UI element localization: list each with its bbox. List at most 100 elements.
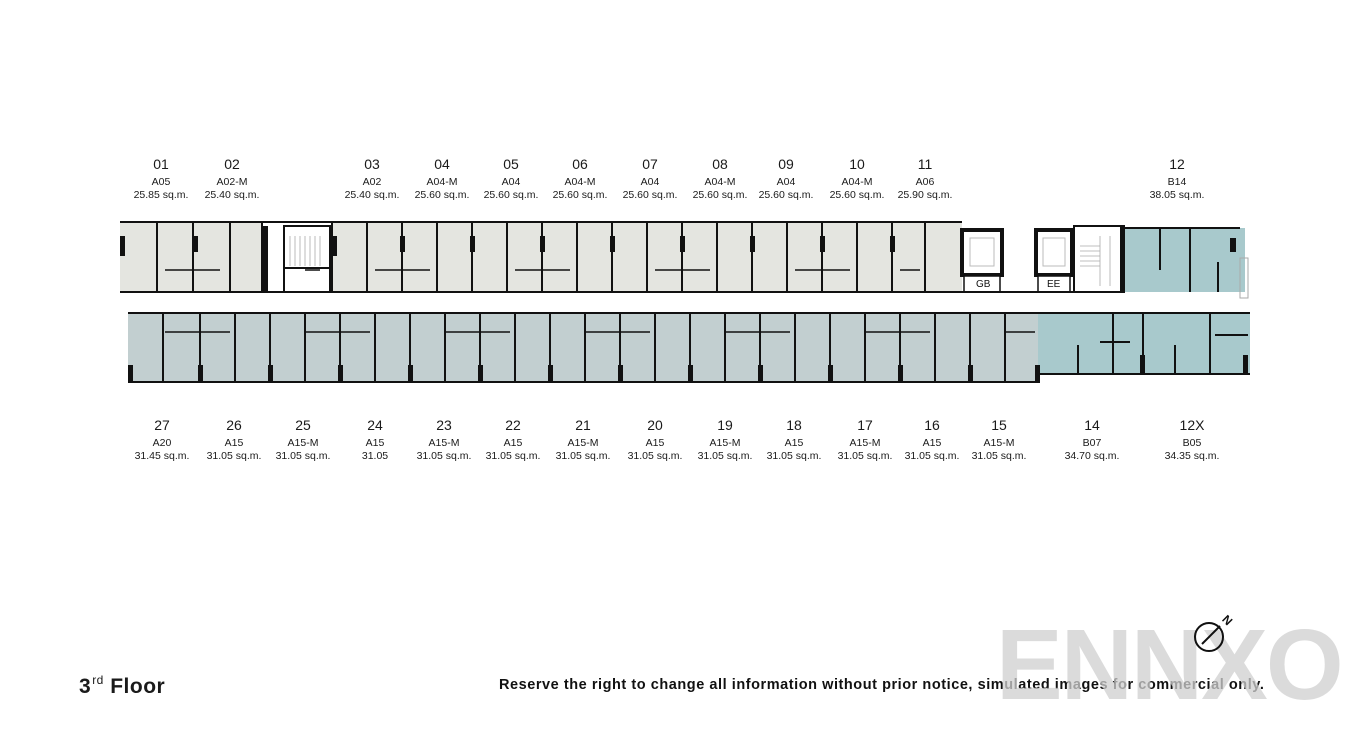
unit-number: 23 <box>436 417 452 433</box>
unit-type: A04-M <box>841 176 873 188</box>
unit-number: 15 <box>991 417 1007 433</box>
unit-label-07[interactable]: 07 A04 25.60 sq.m. <box>610 157 690 200</box>
service-room-gb: GB <box>976 279 991 290</box>
unit-number: 06 <box>572 156 588 172</box>
unit-label-12[interactable]: 12 B14 38.05 sq.m. <box>1137 157 1217 200</box>
unit-label-08[interactable]: 08 A04-M 25.60 sq.m. <box>680 157 760 200</box>
unit-number: 21 <box>575 417 591 433</box>
south-onebed-units <box>128 314 1038 382</box>
unit-label-16[interactable]: 16 A15 31.05 sq.m. <box>892 418 972 461</box>
unit-area: 25.40 sq.m. <box>344 188 400 201</box>
unit-12-fill <box>1125 228 1245 292</box>
unit-label-26[interactable]: 26 A15 31.05 sq.m. <box>194 418 274 461</box>
unit-label-05[interactable]: 05 A04 25.60 sq.m. <box>471 157 551 200</box>
unit-number: 20 <box>647 417 663 433</box>
stair-west <box>283 225 331 293</box>
unit-label-22[interactable]: 22 A15 31.05 sq.m. <box>473 418 553 461</box>
unit-type: A15-M <box>287 437 319 449</box>
unit-number: 09 <box>778 156 794 172</box>
unit-number: 01 <box>153 156 169 172</box>
unit-label-27[interactable]: 27 A20 31.45 sq.m. <box>122 418 202 461</box>
unit-number: 22 <box>505 417 521 433</box>
unit-area: 31.05 sq.m. <box>275 449 331 462</box>
unit-area: 25.60 sq.m. <box>483 188 539 201</box>
unit-label-17[interactable]: 17 A15-M 31.05 sq.m. <box>825 418 905 461</box>
unit-label-03[interactable]: 03 A02 25.40 sq.m. <box>332 157 412 200</box>
disclaimer-text: Reserve the right to change all informat… <box>499 677 1265 693</box>
unit-type: A04 <box>501 176 521 188</box>
unit-type: A15 <box>224 437 244 449</box>
unit-label-15[interactable]: 15 A15-M 31.05 sq.m. <box>959 418 1039 461</box>
unit-label-25[interactable]: 25 A15-M 31.05 sq.m. <box>263 418 343 461</box>
unit-area: 25.60 sq.m. <box>414 188 470 201</box>
unit-label-19[interactable]: 19 A15-M 31.05 sq.m. <box>685 418 765 461</box>
unit-area: 31.05 sq.m. <box>485 449 541 462</box>
unit-type: B07 <box>1082 437 1102 449</box>
unit-label-20[interactable]: 20 A15 31.05 sq.m. <box>615 418 695 461</box>
unit-label-01[interactable]: 01 A05 25.85 sq.m. <box>121 157 201 200</box>
unit-label-14[interactable]: 14 B07 34.70 sq.m. <box>1052 418 1132 461</box>
unit-label-04[interactable]: 04 A04-M 25.60 sq.m. <box>402 157 482 200</box>
unit-area: 31.05 sq.m. <box>837 449 893 462</box>
unit-number: 27 <box>154 417 170 433</box>
unit-area: 31.05 sq.m. <box>904 449 960 462</box>
floor-label: Floor <box>110 675 166 698</box>
unit-number: 14 <box>1084 417 1100 433</box>
unit-label-06[interactable]: 06 A04-M 25.60 sq.m. <box>540 157 620 200</box>
unit-number: 24 <box>367 417 383 433</box>
unit-number: 25 <box>295 417 311 433</box>
unit-label-10[interactable]: 10 A04-M 25.60 sq.m. <box>817 157 897 200</box>
unit-area: 38.05 sq.m. <box>1149 188 1205 201</box>
unit-label-11[interactable]: 11 A06 25.90 sq.m. <box>885 157 965 200</box>
unit-label-18[interactable]: 18 A15 31.05 sq.m. <box>754 418 834 461</box>
unit-area: 25.60 sq.m. <box>552 188 608 201</box>
unit-type: B05 <box>1182 437 1202 449</box>
floor-title: 3rd Floor <box>79 673 165 699</box>
compass-north-label: N <box>1219 612 1235 628</box>
unit-label-21[interactable]: 21 A15-M 31.05 sq.m. <box>543 418 623 461</box>
unit-area: 31.05 sq.m. <box>416 449 472 462</box>
unit-type: A15-M <box>709 437 741 449</box>
unit-area: 25.60 sq.m. <box>622 188 678 201</box>
unit-label-12x[interactable]: 12X B05 34.35 sq.m. <box>1152 418 1232 461</box>
south-party-walls <box>162 313 1248 382</box>
floor-ordinal: 3 <box>79 675 92 698</box>
north-party-walls <box>156 222 1219 292</box>
unit-area: 31.05 sq.m. <box>971 449 1027 462</box>
unit-type: A04 <box>776 176 796 188</box>
south-columns <box>128 355 1248 383</box>
north-compass-icon: N <box>1194 612 1235 652</box>
unit-area: 34.70 sq.m. <box>1064 449 1120 462</box>
unit-area: 31.05 sq.m. <box>766 449 822 462</box>
unit-number: 03 <box>364 156 380 172</box>
unit-label-23[interactable]: 23 A15-M 31.05 sq.m. <box>404 418 484 461</box>
unit-type: A04-M <box>704 176 736 188</box>
unit-area: 31.05 sq.m. <box>627 449 683 462</box>
unit-number: 19 <box>717 417 733 433</box>
unit-type: A15-M <box>428 437 460 449</box>
unit-area: 25.60 sq.m. <box>829 188 885 201</box>
unit-label-09[interactable]: 09 A04 25.60 sq.m. <box>746 157 826 200</box>
unit-number: 07 <box>642 156 658 172</box>
unit-area: 34.35 sq.m. <box>1164 449 1220 462</box>
unit-type: A02-M <box>216 176 248 188</box>
unit-type: A15-M <box>567 437 599 449</box>
unit-label-02[interactable]: 02 A02-M 25.40 sq.m. <box>192 157 272 200</box>
unit-number: 10 <box>849 156 865 172</box>
unit-number: 16 <box>924 417 940 433</box>
unit-area: 31.05 sq.m. <box>206 449 262 462</box>
unit-number: 18 <box>786 417 802 433</box>
unit-number: 02 <box>224 156 240 172</box>
unit-type: A02 <box>362 176 382 188</box>
unit-type: A15 <box>922 437 942 449</box>
unit-area: 25.90 sq.m. <box>897 188 953 201</box>
unit-type: A06 <box>915 176 935 188</box>
unit-number: 11 <box>917 156 933 172</box>
unit-type: A15 <box>365 437 385 449</box>
unit-area: 25.40 sq.m. <box>204 188 260 201</box>
unit-label-24[interactable]: 24 A15 31.05 <box>335 418 415 461</box>
service-room-ee: EE <box>1047 279 1061 290</box>
unit-number: 17 <box>857 417 873 433</box>
unit-area: 31.45 sq.m. <box>134 449 190 462</box>
unit-type: A15 <box>784 437 804 449</box>
